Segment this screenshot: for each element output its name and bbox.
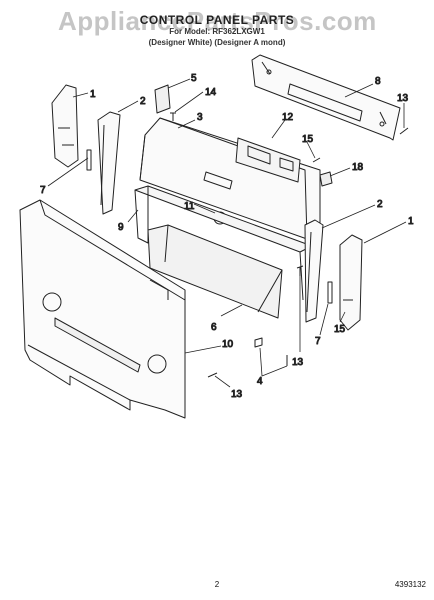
callout-2-left: 2	[140, 96, 146, 107]
callout-11: 11	[184, 201, 195, 212]
right-bracket-part	[304, 219, 333, 323]
variant-line: (Designer White) (Designer A mond)	[148, 38, 286, 47]
callout-4: 4	[257, 376, 263, 387]
callout-15-top: 15	[302, 134, 314, 145]
left-end-cap-part	[51, 84, 79, 168]
callout-6: 6	[211, 322, 217, 333]
left-bracket-part	[86, 111, 121, 215]
callout-13-bottom: 13	[231, 389, 243, 400]
diagram-title: CONTROL PANEL PARTS	[139, 13, 295, 27]
callout-8: 8	[375, 76, 381, 87]
callout-2-right: 2	[377, 199, 383, 210]
callout-7-left: 7	[40, 185, 46, 196]
callout-13-mid: 13	[292, 357, 304, 368]
model-line: For Model: RF362LXGW1	[169, 27, 265, 36]
watermark: AppliancePartsPros.com	[58, 6, 377, 36]
callout-9: 9	[118, 222, 124, 233]
page-number: 2	[214, 580, 220, 589]
electronic-control-part	[235, 137, 301, 183]
callout-15-bottom: 15	[334, 324, 346, 335]
callout-7-right: 7	[315, 336, 321, 347]
callout-12: 12	[282, 112, 294, 123]
switch-part	[154, 84, 171, 114]
callout-18: 18	[352, 162, 364, 173]
glass-panel-part	[147, 224, 283, 319]
document-code: 4393132	[394, 580, 426, 589]
callout-1-left: 1	[90, 89, 96, 100]
side-panel-part	[19, 199, 186, 419]
rear-panel-part	[251, 54, 401, 141]
callout-13-top: 13	[397, 93, 409, 104]
callout-5: 5	[191, 73, 197, 84]
leader-lines	[47, 78, 407, 388]
callout-14: 14	[205, 87, 217, 98]
clip-part	[319, 171, 333, 187]
callout-1-right: 1	[408, 216, 414, 227]
callout-3: 3	[197, 112, 203, 123]
screw-parts	[170, 112, 409, 378]
right-end-cap-part	[339, 234, 363, 331]
callout-10: 10	[222, 339, 234, 350]
